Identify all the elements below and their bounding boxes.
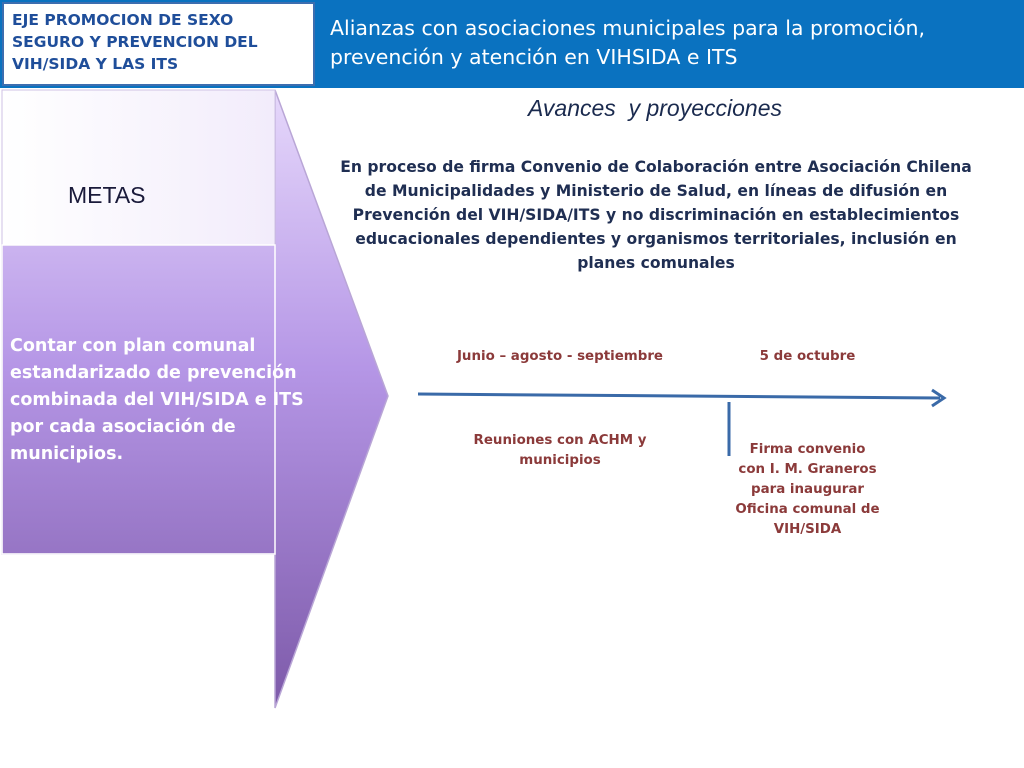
goal-text: Contar con plan comunal estandarizado de… [10,336,304,464]
timeline-arrow [417,388,947,456]
axis-label-box: EJE PROMOCION DE SEXO SEGURO Y PREVENCIO… [2,2,315,86]
timeline-period-2: 5 de octubre [759,349,856,364]
timeline-item-1: Reuniones con ACHM y municipios [473,433,647,468]
axis-label: EJE PROMOCION DE SEXO SEGURO Y PREVENCIO… [12,11,258,73]
progress-title: Avances y proyecciones [528,95,782,121]
timeline-period-1: Junio – agosto - septiembre [456,349,664,364]
metas-arrow-shape [1,89,389,709]
progress-description: En proceso de firma Convenio de Colabora… [340,158,972,272]
timeline-item-2: Firma convenio con I. M. Graneros para i… [735,442,880,537]
slide-title: Alianzas con asociaciones municipales pa… [330,16,926,69]
metas-label: METAS [68,182,146,208]
